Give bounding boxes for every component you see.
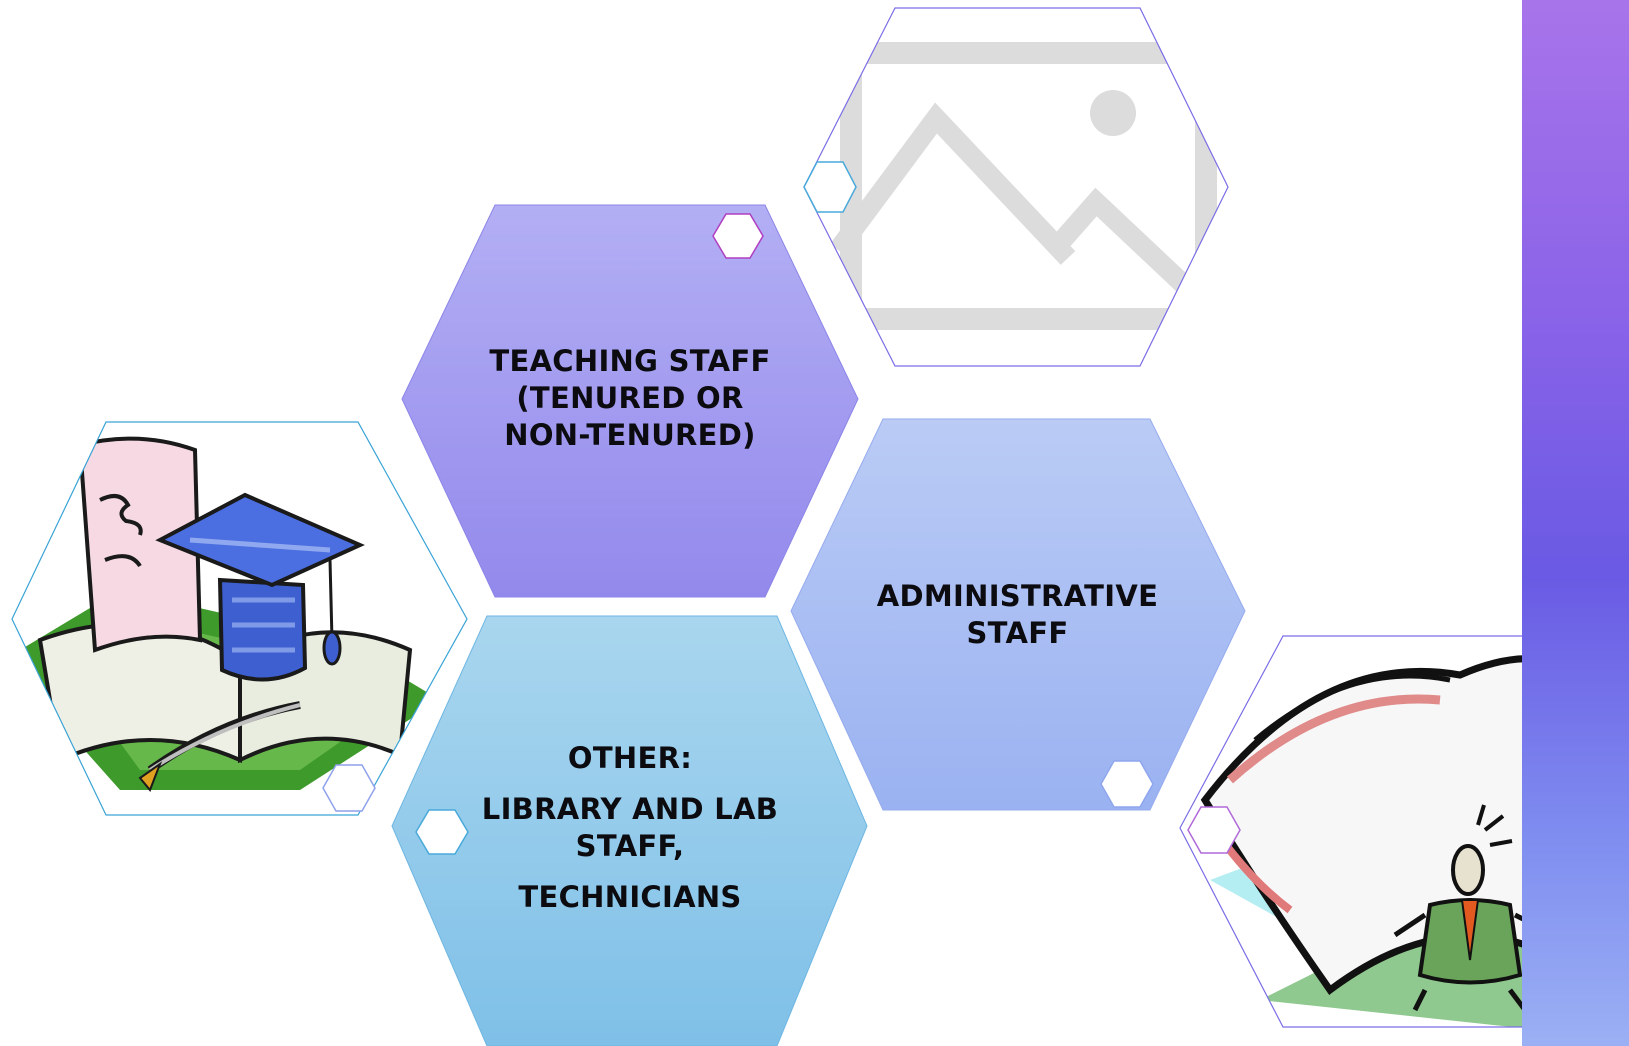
graduation-image-hexagon [11,421,468,816]
image-placeholder-icon [820,30,1220,358]
accent-side-bar [1522,0,1629,1046]
label-line: ADMINISTRATIVE [876,579,1159,613]
label-line: NON-TENURED) [504,418,756,452]
other-heading: OTHER: [567,741,693,775]
accent-hexagon [322,764,376,812]
administrative-staff-hexagon [790,418,1246,811]
accent-hexagon [1187,806,1241,854]
graduation-cap-clipart [20,436,440,792]
other-staff-label: OTHER: LIBRARY AND LAB STAFF, TECHNICIAN… [455,740,805,916]
other-staff-hexagon [391,615,868,1046]
accent-hexagon [803,161,857,213]
paperwork-image-hexagon [1179,635,1629,1028]
teaching-staff-label: TEACHING STAFF (TENURED OR NON-TENURED) [455,343,805,454]
accent-hexagon [1100,760,1154,808]
label-line: STAFF, [575,829,685,863]
teaching-staff-hexagon [401,204,859,598]
label-line: STAFF [966,616,1069,650]
label-line: (TENURED OR [516,381,744,415]
accent-hexagon [712,213,764,259]
accent-hexagon [415,809,469,855]
label-line: TEACHING STAFF [489,344,771,378]
label-line: TECHNICIANS [518,880,742,914]
administrative-staff-label: ADMINISTRATIVE STAFF [845,578,1190,652]
label-line: LIBRARY AND LAB [481,792,779,826]
image-placeholder-hexagon [803,7,1229,367]
